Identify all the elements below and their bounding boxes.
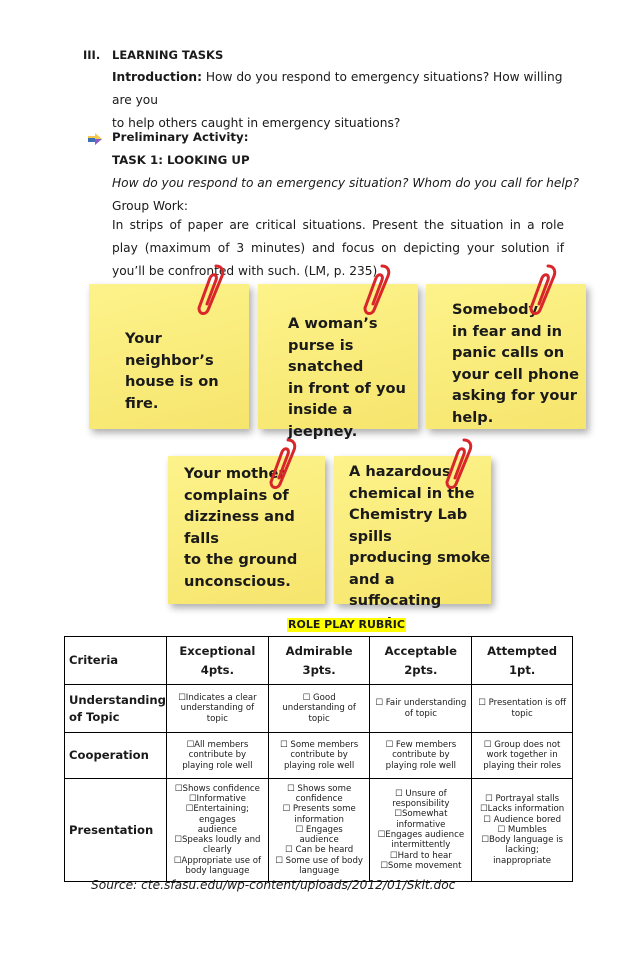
header-acceptable: Acceptable 2pts. [369,636,473,685]
task-heading: TASK 1: LOOKING UP [112,153,250,167]
task-instructions: In strips of paper are critical situatio… [112,218,564,278]
section-number: III. [83,48,101,62]
section-title: LEARNING TASKS [112,48,224,62]
rubric-cell: ☐ Good understanding of topic [267,684,371,733]
paperclip-icon [197,264,225,315]
table-row: Cooperation ☐All members contribute by p… [64,732,573,779]
arrow-bullet-icon [88,133,102,145]
sticky-note-1: Your neighbor’s house is on fire. [89,284,249,429]
paperclip-icon [445,438,473,489]
sticky-note-4: Your mother complains of dizziness and f… [168,456,325,604]
header-label: Admirable [285,643,353,658]
header-label: Acceptable [384,643,458,658]
header-label: Attempted [487,643,558,658]
rubric-cell: ☐ Unsure of responsibility ☐Somewhat inf… [369,778,473,882]
rubric-cell: ☐ Portrayal stalls ☐Lacks information ☐ … [471,778,573,882]
table-row: Understanding of Topic ☐Indicates a clea… [64,684,573,733]
rubric-cell: ☐ Group does not work together in playin… [471,732,573,779]
rubric-table: Criteria Exceptional 4pts. Admirable 3pts.… [64,636,573,882]
rubric-cell: ☐Indicates a clear understanding of topi… [165,684,269,733]
group-work-label: Group Work: [112,199,188,213]
sticky-note-3: Somebody in fear and in panic calls on y… [426,284,586,429]
paperclip-icon [269,438,297,489]
criteria-cell: Understanding of Topic [64,684,167,733]
header-criteria: Criteria [64,636,167,685]
header-points: 4pts. [200,662,234,677]
sticky-note-text: A woman’s purse is snatched in front of … [288,315,406,440]
sticky-note-text: Your neighbor’s house is on fire. [125,330,219,412]
intro-line-2: to help others caught in emergency situa… [112,116,401,130]
header-admirable: Admirable 3pts. [267,636,371,685]
header-points: 3pts. [302,662,336,677]
rubric-cell: ☐ Presentation is off topic [471,684,573,733]
preliminary-activity-heading: Preliminary Activity: [112,130,249,144]
criteria-cell: Presentation [64,778,167,882]
sticky-note-2: A woman’s purse is snatched in front of … [258,284,418,440]
task-question: How do you respond to an emergency situa… [112,176,579,190]
source-citation: Source: cte.sfasu.edu/wp-content/uploads… [91,878,456,892]
header-exceptional: Exceptional 4pts. [165,636,269,685]
sticky-note-text: Your mother complains of dizziness and f… [184,465,298,590]
header-label: Exceptional [179,643,256,658]
rubric-cell: ☐ Some members contribute by playing rol… [267,732,371,779]
intro-label: Introduction: [112,70,202,84]
introduction: Introduction: How do you respond to emer… [112,66,572,135]
paperclip-icon [363,264,391,315]
rubric-cell: ☐ Shows some confidence ☐ Presents some … [267,778,371,882]
sticky-note-text: Somebody in fear and in panic calls on y… [452,301,579,426]
rubric-header-row: Criteria Exceptional 4pts. Admirable 3pts.… [64,636,573,685]
criteria-cell: Cooperation [64,732,167,779]
rubric-cell: ☐ Fair understanding of topic [369,684,473,733]
header-points: 2pts. [404,662,438,677]
rubric-cell: ☐Shows confidence ☐Informative ☐Entertai… [165,778,269,882]
rubric-cell: ☐All members contribute by playing role … [165,732,269,779]
intro-line-1: How do you respond to emergency situatio… [112,70,563,107]
header-attempted: Attempted 1pt. [471,636,573,685]
header-points: 1pt. [508,662,536,677]
paperclip-icon [529,264,557,315]
rubric-title: ROLE PLAY RUBRIC [287,618,406,632]
table-row: Presentation ☐Shows confidence ☐Informat… [64,778,573,882]
rubric-cell: ☐ Few members contribute by playing role… [369,732,473,779]
